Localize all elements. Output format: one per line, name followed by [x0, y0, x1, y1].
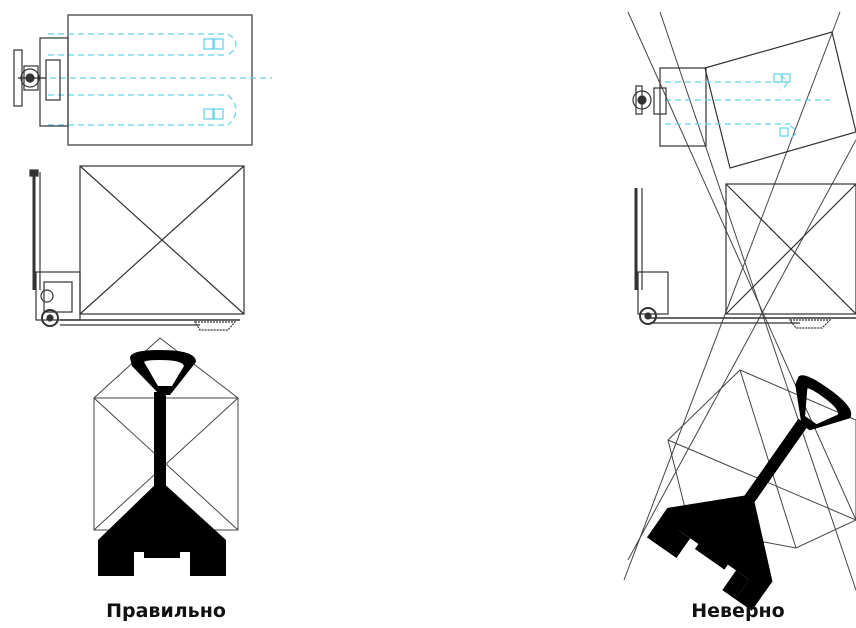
wrong-top-view: [632, 31, 856, 169]
wrong-side-view: [634, 183, 856, 329]
correct-top-view: [13, 14, 272, 146]
wrong-symbol: [646, 369, 856, 611]
caption-wrong: Неверно: [691, 600, 785, 622]
caption-correct: Правильно: [106, 600, 226, 622]
correct-symbol: [93, 337, 239, 576]
fork-rollers: [203, 38, 224, 120]
truck-body-top: [13, 37, 69, 127]
rotated-pallet: [704, 31, 856, 169]
pallet-box: [79, 165, 245, 315]
correct-side-view: [29, 165, 245, 331]
wrong-column: [623, 11, 856, 611]
forks-dashed: [30, 33, 272, 126]
correct-column: [13, 14, 272, 576]
